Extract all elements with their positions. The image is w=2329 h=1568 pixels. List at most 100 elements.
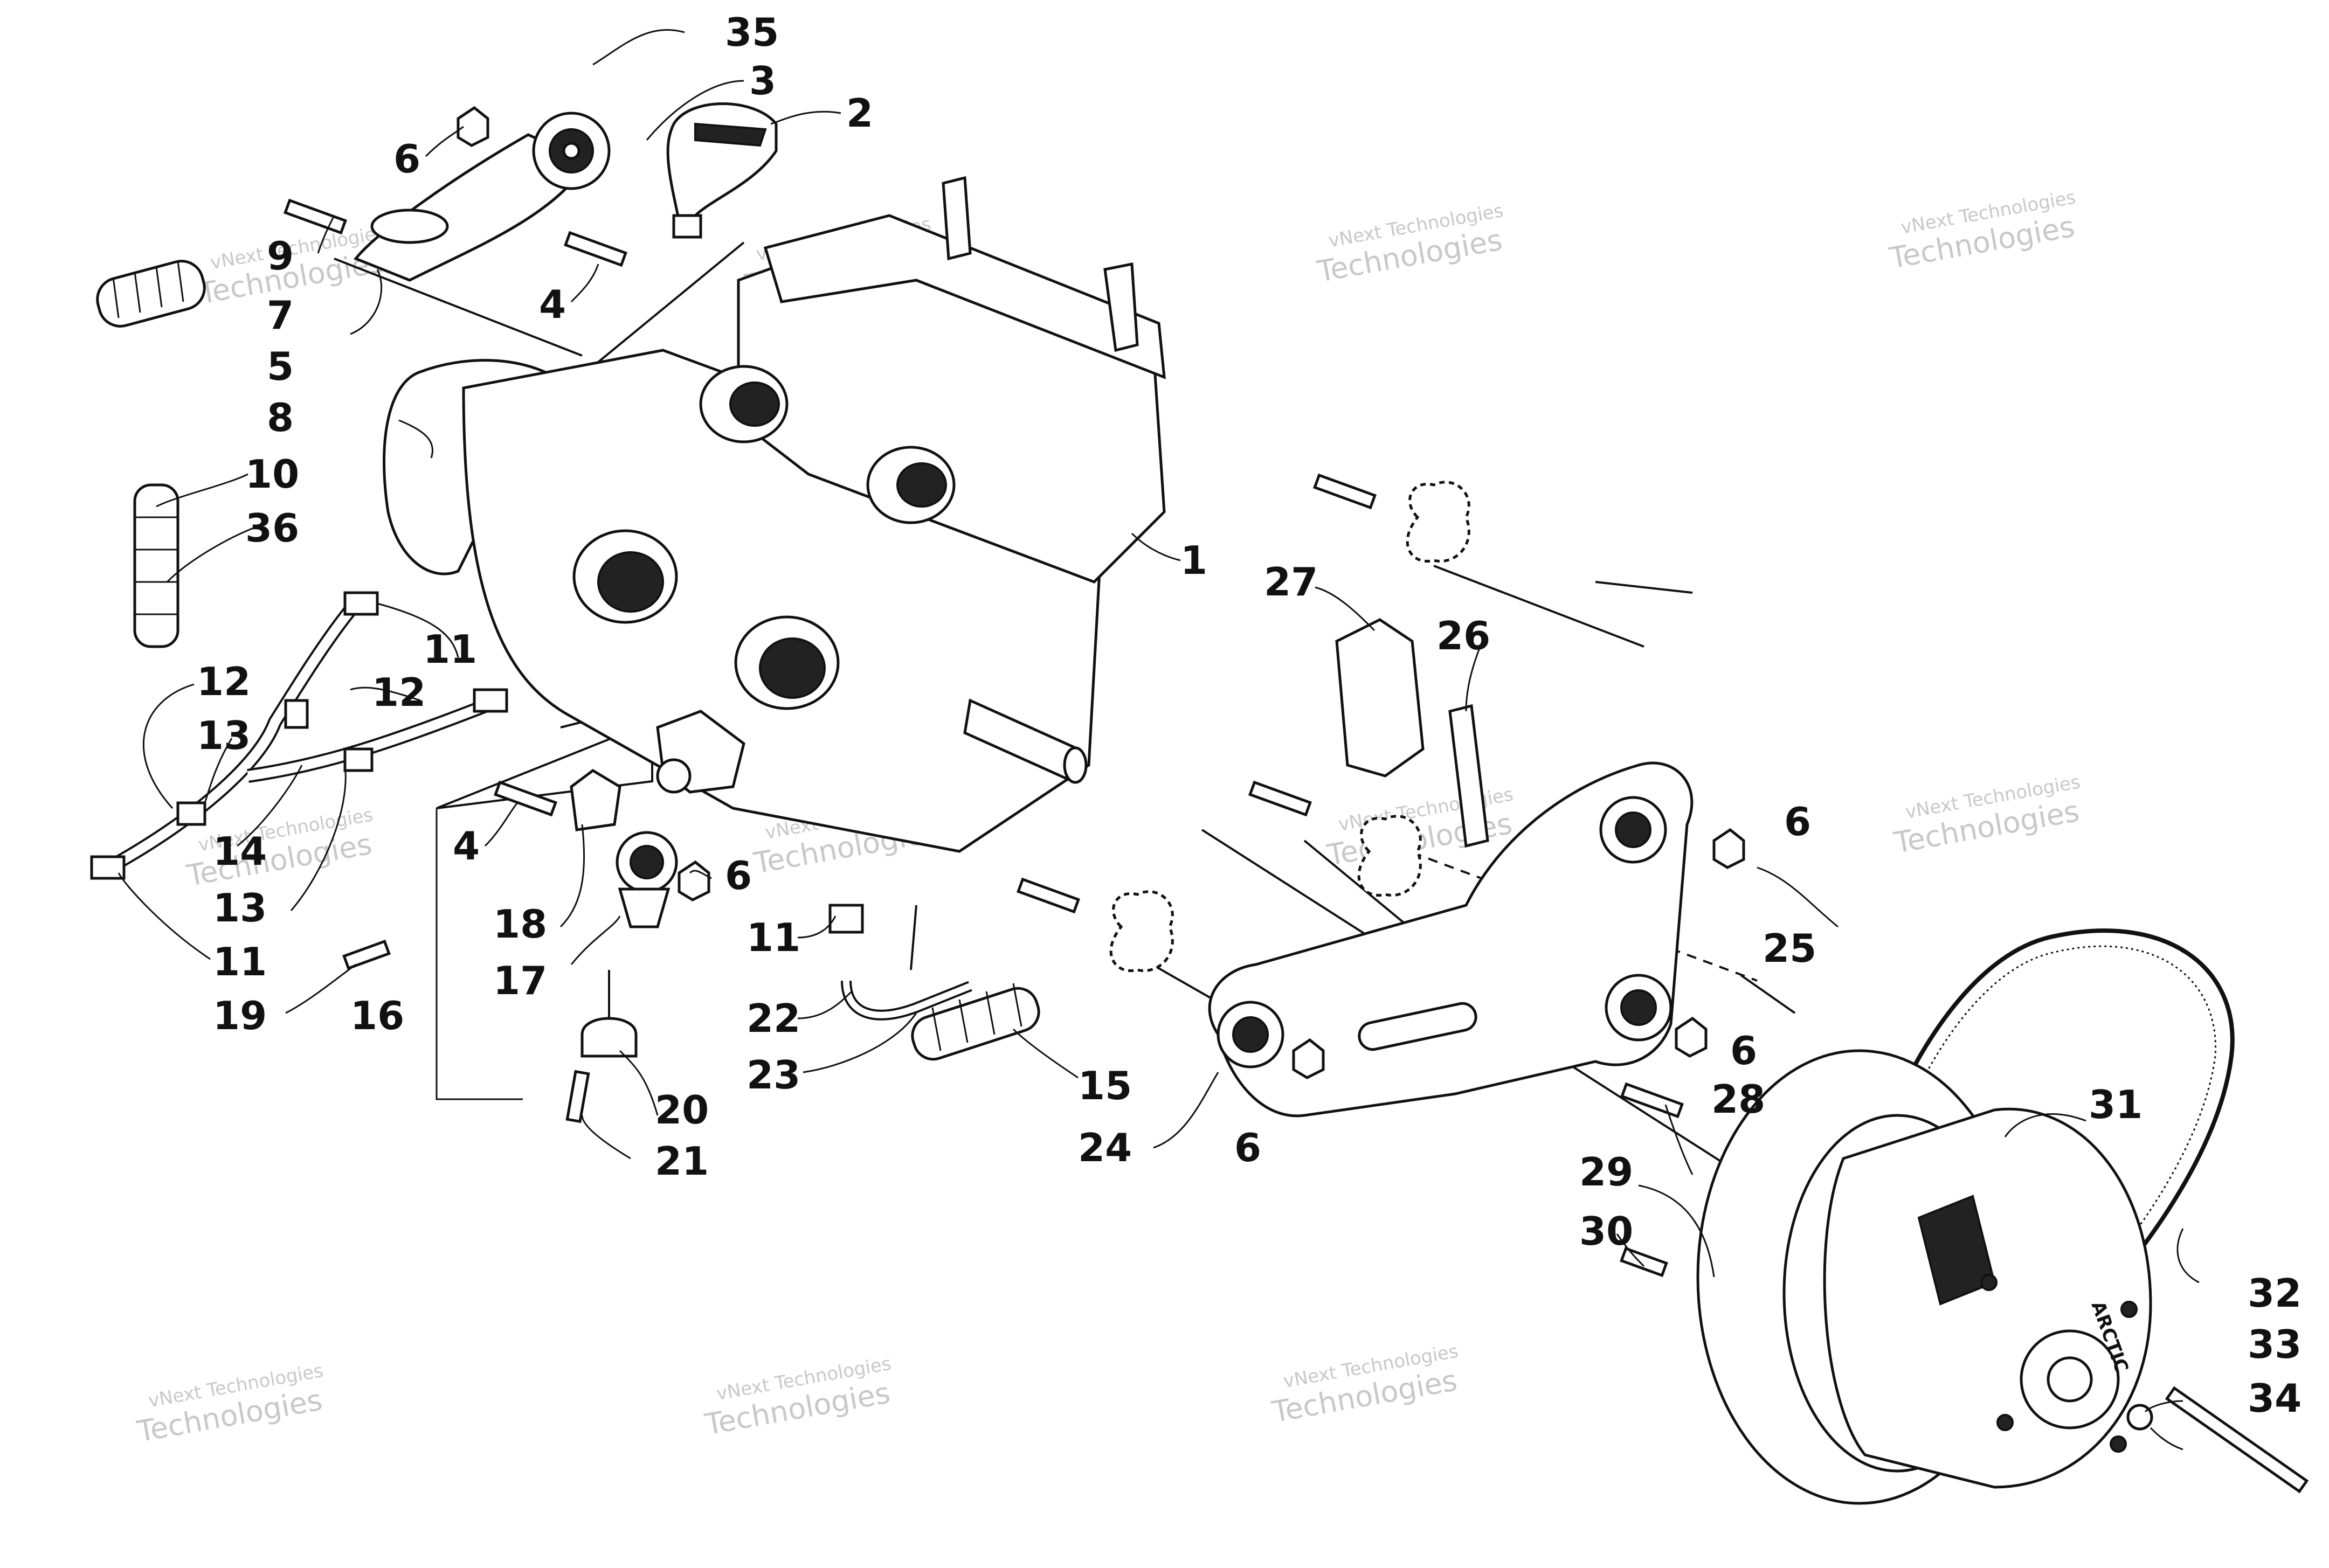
spring-left: [96, 260, 206, 328]
oil-tube: [828, 904, 972, 1021]
callout-30: 30: [1579, 1209, 1633, 1254]
front-engine-mount: [353, 112, 611, 282]
hose-clamp: [90, 855, 126, 880]
nut: [1292, 1038, 1325, 1079]
callout-12: 12: [372, 670, 426, 715]
watermark: vNext Technologies Technologies: [184, 804, 375, 893]
callout-labels: 35 3 2 6 9 7 4 5 8 10 36 1 11 12 12 13 1…: [197, 10, 2302, 1421]
callout-29: 29: [1579, 1149, 1633, 1195]
pin: [1740, 974, 1796, 1014]
callout-31: 31: [2089, 1082, 2143, 1127]
clutch-bolt: [1996, 1414, 2014, 1431]
callout-35: 35: [725, 10, 779, 55]
callout-9: 9: [267, 233, 294, 279]
watermark: vNext Technologies Technologies: [134, 1360, 325, 1449]
engine-assembly: [383, 176, 1166, 853]
callout-32: 32: [2248, 1271, 2302, 1316]
bolt: [342, 939, 391, 970]
callout-36: 36: [245, 505, 299, 551]
clutch-bolt: [1980, 1274, 1998, 1291]
spark-plug-cap: [942, 176, 972, 261]
bolt: [284, 198, 347, 235]
coupler-hose: [133, 483, 179, 648]
callout-6: 6: [1730, 1028, 1757, 1073]
callout-23: 23: [747, 1052, 800, 1098]
callout-21: 21: [655, 1139, 709, 1184]
callout-11: 11: [213, 939, 267, 984]
callout-28: 28: [1711, 1077, 1765, 1122]
hose-clamp: [343, 591, 379, 616]
clutch-bolt: [2120, 1301, 2138, 1318]
rear-engine-mount: [570, 768, 678, 1058]
callout-24: 24: [1078, 1125, 1132, 1170]
callout-15: 15: [1078, 1063, 1132, 1108]
intake-port-opening: [729, 381, 780, 427]
callout-22: 22: [747, 996, 800, 1041]
spring-15: [911, 983, 1040, 1061]
callout-4: 4: [453, 823, 480, 869]
fasteners: [284, 106, 2309, 1494]
callout-6: 6: [1234, 1125, 1261, 1170]
callout-8: 8: [267, 395, 294, 440]
engine-mount-plate: [1208, 761, 1694, 1118]
callout-34: 34: [2248, 1376, 2302, 1421]
spark-plug-cap: [1103, 262, 1139, 352]
callout-20: 20: [655, 1087, 709, 1133]
nut: [1675, 1016, 1708, 1058]
callout-5: 5: [267, 344, 294, 389]
hose-fitting: [343, 747, 374, 772]
nut: [457, 106, 489, 147]
clutch-bolt: [2110, 1435, 2127, 1453]
bolt: [1017, 877, 1080, 914]
callout-14: 14: [213, 829, 267, 874]
callout-13: 13: [213, 885, 267, 931]
clutch-cap-center: [2047, 1356, 2093, 1403]
bolt: [1248, 780, 1312, 817]
crankcase: [462, 349, 1101, 853]
callout-6: 6: [1784, 799, 1811, 844]
watermark: vNext Technologies Technologies: [1269, 1341, 1460, 1430]
callout-26: 26: [1436, 613, 1490, 658]
watermark: vNext Technologies Technologies: [1886, 186, 2077, 275]
callout-11: 11: [423, 627, 477, 672]
clutch-spider: [1823, 1107, 2152, 1489]
exhaust-port-opening: [597, 551, 664, 613]
callout-6: 6: [393, 136, 420, 182]
heat-shield: [1335, 618, 1489, 848]
cylinder-head: [763, 214, 1166, 379]
callout-2: 2: [846, 91, 873, 136]
callout-27: 27: [1264, 559, 1318, 605]
bolt: [565, 1070, 590, 1123]
callout-1: 1: [1180, 538, 1207, 583]
callout-leaders: [118, 29, 2200, 1451]
oil-pump-fitting: [656, 758, 692, 794]
bolt: [1313, 473, 1377, 510]
watermark: vNext Technologies Technologies: [702, 1353, 893, 1442]
callout-25: 25: [1763, 926, 1816, 971]
callout-18: 18: [493, 901, 547, 947]
callout-4: 4: [539, 282, 566, 327]
bolt: [564, 231, 627, 267]
exhaust-port-opening: [759, 637, 826, 699]
nut: [1712, 828, 1745, 869]
callout-3: 3: [749, 58, 776, 103]
intake-port-opening: [896, 462, 947, 508]
callout-7: 7: [267, 293, 294, 338]
callout-33: 33: [2248, 1322, 2302, 1367]
long-bolt: [2165, 1386, 2309, 1494]
starter-handle: [666, 102, 778, 239]
callout-10: 10: [245, 452, 299, 497]
gaskets: [1109, 481, 1470, 972]
hose-fitting: [176, 801, 206, 826]
hose-clamp: [473, 688, 508, 713]
watermark: vNext Technologies Technologies: [1314, 200, 1505, 289]
watermark: vNext Technologies Technologies: [1891, 771, 2082, 860]
pto-shaft-end: [1063, 746, 1088, 784]
oil-hoses: [90, 591, 508, 880]
callout-11: 11: [747, 915, 800, 960]
bolt: [494, 780, 557, 817]
drive-clutch: ARCTIC: [1696, 1049, 2152, 1505]
callout-19: 19: [213, 993, 267, 1038]
bolt: [1620, 1082, 1684, 1119]
